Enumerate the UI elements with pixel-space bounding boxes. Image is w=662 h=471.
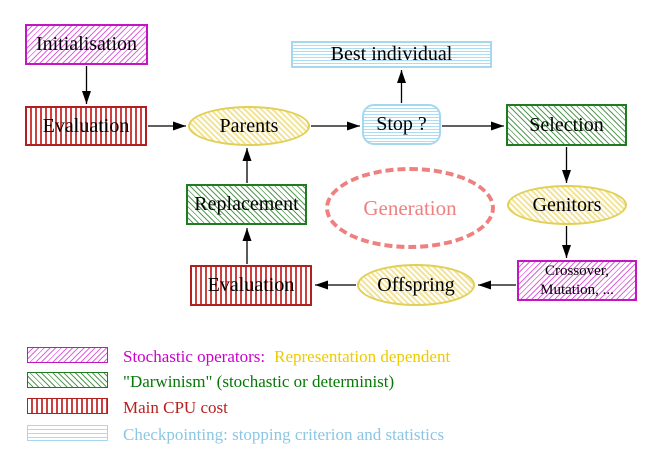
legend-stochastic-text: Stochastic operators: (123, 347, 266, 366)
legend-label-stochastic-operators: Stochastic operators: Representation depe… (123, 348, 450, 365)
legend-swatch-main-cpu-cost (27, 398, 108, 414)
crossover-line1: Crossover, (545, 262, 609, 279)
legend-swatch-stochastic-operators (27, 347, 108, 363)
crossover-line2: Mutation, ... (540, 281, 614, 298)
legend-representation-dependent-text: Representation dependent (274, 347, 451, 366)
node-replacement: Replacement (186, 184, 307, 225)
node-parents: Parents (188, 106, 310, 146)
legend-swatch-darwinism (27, 372, 108, 388)
node-offspring: Offspring (357, 264, 475, 306)
node-evaluation-bottom: Evaluation (190, 265, 312, 306)
generation-loop-ellipse: Generation (325, 167, 495, 249)
legend-label-checkpointing: Checkpointing: stopping criterion and st… (123, 425, 445, 444)
node-genitors: Genitors (507, 185, 627, 225)
legend-label-darwinism: "Darwinism" (stochastic or determinist) (123, 372, 395, 391)
node-best-individual: Best individual (291, 41, 492, 68)
node-initialisation: Initialisation (25, 24, 148, 65)
node-crossover-mutation: Crossover, Mutation, ... (517, 260, 637, 301)
legend-swatch-checkpointing (27, 425, 108, 441)
node-stop: Stop ? (362, 104, 441, 145)
legend-label-main-cpu-cost: Main CPU cost (123, 398, 228, 417)
node-selection: Selection (506, 104, 627, 146)
node-evaluation-top: Evaluation (25, 106, 147, 146)
